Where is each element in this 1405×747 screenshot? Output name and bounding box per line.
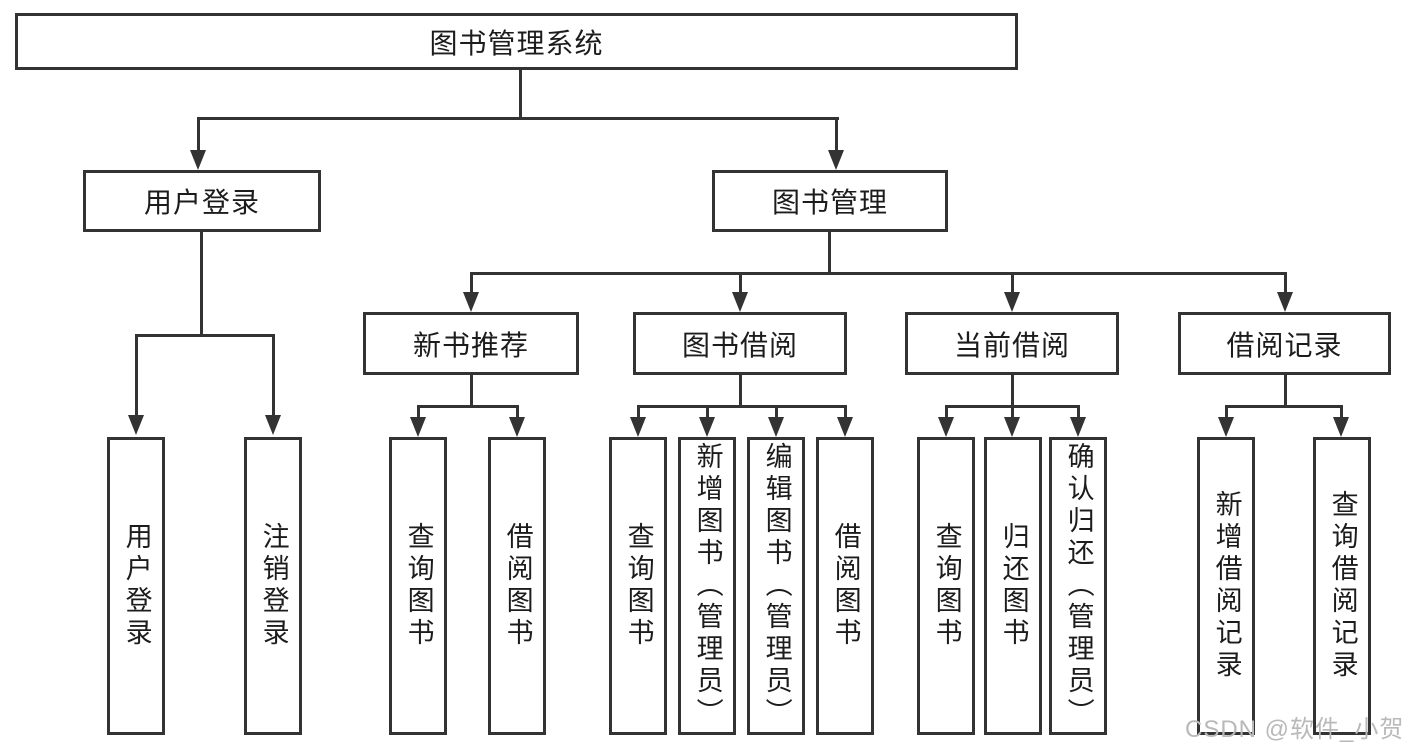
arrowhead-icon <box>128 415 144 435</box>
arrowhead-icon <box>1277 292 1293 312</box>
arrowhead-icon <box>828 150 844 170</box>
node-leaf-query-books-3: 查询图书 <box>917 437 975 735</box>
node-leaf-confirm-return-admin: 确认归还（管理员） <box>1049 437 1107 735</box>
arrowhead-icon <box>768 417 784 437</box>
connector-drop <box>1077 405 1080 419</box>
node-leaf-edit-books-admin: 编辑图书（管理员） <box>747 437 805 735</box>
connector-drop <box>945 405 948 419</box>
node-new-book-recommendation: 新书推荐 <box>363 312 579 375</box>
node-label: 归还图书 <box>998 522 1029 650</box>
connector-stem <box>470 375 473 407</box>
node-label: 查询借阅记录 <box>1327 490 1358 682</box>
node-label: 注销登录 <box>258 522 289 650</box>
node-user-login: 用户登录 <box>83 170 321 232</box>
node-label: 借阅记录 <box>1226 329 1343 361</box>
connector-bar <box>417 405 519 408</box>
connector-drop <box>197 117 200 153</box>
connector-drop <box>272 334 275 417</box>
connector-drop <box>135 334 138 417</box>
node-leaf-query-books-2: 查询图书 <box>609 437 667 735</box>
connector-drop <box>637 405 640 419</box>
connector-drop <box>1225 405 1228 419</box>
connector-drop <box>1011 405 1014 419</box>
node-leaf-user-login: 用户登录 <box>107 437 165 735</box>
node-label: 查询图书 <box>403 522 434 650</box>
node-current-borrowing: 当前借阅 <box>905 312 1119 375</box>
connector-drop <box>706 405 709 419</box>
connector-stem <box>828 232 831 274</box>
connector-drop <box>775 405 778 419</box>
connector-stem <box>1284 375 1287 407</box>
arrowhead-icon <box>837 417 853 437</box>
node-leaf-return-books: 归还图书 <box>984 437 1042 735</box>
node-library-management-system: 图书管理系统 <box>15 13 1018 70</box>
arrowhead-icon <box>1004 417 1020 437</box>
connector-drop <box>516 405 519 419</box>
connector-drop <box>739 272 742 295</box>
connector-bar <box>135 334 275 337</box>
node-label: 新增图书（管理员） <box>692 442 723 730</box>
connector-bar <box>1225 405 1343 408</box>
node-borrowing-records: 借阅记录 <box>1178 312 1391 375</box>
arrowhead-icon <box>732 292 748 312</box>
connector-drop <box>835 117 838 153</box>
arrowhead-icon <box>1218 417 1234 437</box>
node-label: 确认归还（管理员） <box>1063 442 1094 730</box>
node-leaf-add-books-admin: 新增图书（管理员） <box>678 437 736 735</box>
node-label: 图书管理系统 <box>429 27 604 59</box>
node-label: 新书推荐 <box>412 329 529 361</box>
arrowhead-icon <box>1070 417 1086 437</box>
connector-bar <box>637 405 847 408</box>
arrowhead-icon <box>265 415 281 435</box>
csdn-watermark: CSDN @软件_小贺同学 <box>1185 716 1405 743</box>
node-label: 用户登录 <box>143 187 260 218</box>
node-leaf-logout: 注销登录 <box>244 437 302 735</box>
arrowhead-icon <box>699 417 715 437</box>
node-label: 编辑图书（管理员） <box>761 442 792 730</box>
connector-drop <box>470 272 473 295</box>
connector-drop <box>1011 272 1014 295</box>
node-leaf-query-books-1: 查询图书 <box>389 437 447 735</box>
connector-stem <box>739 375 742 407</box>
node-label: 借阅图书 <box>502 522 533 650</box>
node-label: 当前借阅 <box>953 329 1070 361</box>
node-leaf-borrow-books-2: 借阅图书 <box>816 437 874 735</box>
node-label: 用户登录 <box>121 522 152 650</box>
node-label: 查询图书 <box>623 522 654 650</box>
arrowhead-icon <box>938 417 954 437</box>
node-leaf-add-borrow-record: 新增借阅记录 <box>1197 437 1255 735</box>
arrowhead-icon <box>1333 417 1349 437</box>
arrowhead-icon <box>190 150 206 170</box>
arrowhead-icon <box>410 417 426 437</box>
connector-drop <box>417 405 420 419</box>
node-label: 新增借阅记录 <box>1211 490 1242 682</box>
arrowhead-icon <box>463 292 479 312</box>
node-leaf-borrow-books-1: 借阅图书 <box>488 437 546 735</box>
arrowhead-icon <box>1004 292 1020 312</box>
connector-bar <box>197 117 839 120</box>
arrowhead-icon <box>630 417 646 437</box>
connector-drop <box>844 405 847 419</box>
node-label: 图书管理 <box>771 187 888 218</box>
node-book-borrowing: 图书借阅 <box>633 312 847 375</box>
connector-bar <box>470 272 1287 275</box>
connector-stem <box>519 70 522 119</box>
node-label: 查询图书 <box>931 522 962 650</box>
node-label: 图书借阅 <box>681 329 798 361</box>
node-book-management: 图书管理 <box>712 170 948 232</box>
connector-drop <box>1340 405 1343 419</box>
connector-stem <box>1011 375 1014 407</box>
node-leaf-query-borrow-record: 查询借阅记录 <box>1313 437 1371 735</box>
node-label: 借阅图书 <box>830 522 861 650</box>
connector-drop <box>1284 272 1287 295</box>
connector-stem <box>200 232 203 336</box>
arrowhead-icon <box>509 417 525 437</box>
